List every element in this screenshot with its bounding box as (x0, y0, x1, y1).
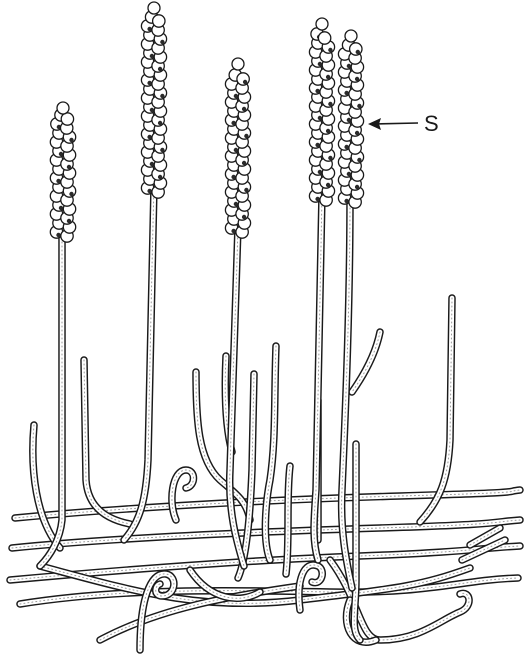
spore-shading (67, 219, 71, 223)
spore (318, 32, 330, 44)
spore-shading (231, 121, 235, 125)
spore-shading (147, 189, 151, 193)
spore-shading (59, 152, 63, 156)
spore-shading (344, 145, 348, 149)
spore-shading (69, 192, 73, 196)
spore-shading (147, 135, 151, 139)
spore-shading (355, 131, 359, 135)
spore-shading (231, 229, 235, 233)
spore-chains (50, 2, 363, 242)
spore-shading (158, 121, 162, 125)
spore-shading (315, 197, 319, 201)
spore-shading (315, 89, 319, 93)
spore (316, 18, 328, 30)
spore-shading (318, 170, 322, 174)
spore-shading (356, 50, 360, 54)
spore-shading (150, 162, 154, 166)
spore (153, 15, 165, 27)
pointer-arrow-line (374, 123, 418, 124)
spore-shading (355, 77, 359, 81)
spore (61, 113, 73, 125)
spore-chain-1 (50, 102, 75, 242)
branch-hypha-9 (420, 298, 452, 522)
spore-shading (56, 233, 60, 237)
spore-chain-5 (338, 30, 363, 208)
spore-shading (160, 94, 164, 98)
spore-shading (318, 116, 322, 120)
spore (232, 58, 244, 70)
spore-shading (69, 138, 73, 142)
spore-shading (328, 48, 332, 52)
spore-shading (347, 172, 351, 176)
branch-hypha-2 (84, 360, 130, 524)
spore-chain-3 (225, 58, 250, 238)
spore-shading (318, 62, 322, 66)
spore-shading (242, 215, 246, 219)
spore-shading (326, 129, 330, 133)
spore-shading (158, 175, 162, 179)
spore-shading (244, 134, 248, 138)
spore-shading (347, 64, 351, 68)
spore-shading (147, 81, 151, 85)
spore-shading (326, 183, 330, 187)
spore-shading (150, 108, 154, 112)
branch-hypha-1 (33, 425, 60, 548)
spore-shading (147, 27, 151, 31)
spore (345, 30, 357, 42)
spore-shading (347, 118, 351, 122)
branch-hypha-7 (286, 466, 290, 574)
spore-shading (160, 148, 164, 152)
spore-shading (344, 199, 348, 203)
spore-shading (244, 188, 248, 192)
spore-shading (160, 40, 164, 44)
hyphae-network (10, 186, 520, 650)
spore-chain-2 (141, 2, 166, 198)
spore-shading (357, 158, 361, 162)
spore (148, 2, 160, 14)
spore-shading (326, 75, 330, 79)
spore-shading (315, 143, 319, 147)
spore-shading (234, 94, 238, 98)
spore-shading (243, 80, 247, 84)
spore-shading (357, 104, 361, 108)
spore-shading (344, 91, 348, 95)
label-s-pointer: S (368, 111, 439, 136)
spore-chain-4 (309, 18, 334, 206)
label-s: S (424, 111, 439, 136)
branch-hypha-8 (352, 332, 380, 392)
spore-shading (231, 175, 235, 179)
spore-shading (355, 185, 359, 189)
spore-shading (242, 161, 246, 165)
spore-shading (56, 179, 60, 183)
spore (237, 73, 249, 85)
spore (57, 102, 69, 114)
spore-shading (242, 107, 246, 111)
curled-hypha-2 (172, 470, 194, 520)
spore-shading (328, 102, 332, 106)
sporangiophore-3 (230, 226, 244, 566)
spore (350, 43, 362, 55)
sporangiophore-2 (124, 186, 154, 540)
spore-shading (150, 54, 154, 58)
spore-shading (328, 156, 332, 160)
spore-shading (234, 202, 238, 206)
spore-shading (158, 67, 162, 71)
spore-shading (67, 165, 71, 169)
spore-shading (59, 206, 63, 210)
spore-shading (234, 148, 238, 152)
branch-hypha-5 (265, 346, 276, 560)
curled-hypha-3 (299, 565, 322, 610)
